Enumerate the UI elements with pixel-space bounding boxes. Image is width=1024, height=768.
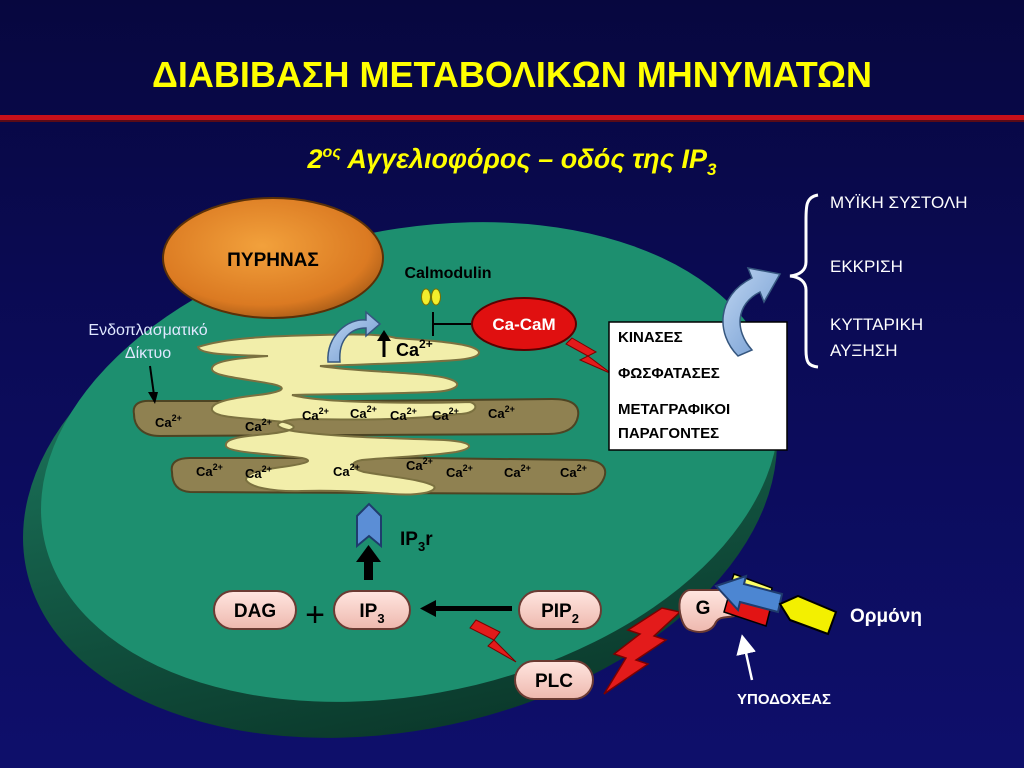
ca-ion: Ca2+: [446, 463, 473, 480]
ca-ion: Ca2+: [390, 406, 417, 423]
ca-ion: Ca2+: [488, 404, 515, 421]
receptor-label-arrow: [736, 634, 756, 681]
effect-cell-growth-2: ΑΥΞΗΣΗ: [830, 341, 898, 360]
effect-cell-growth-1: ΚΥΤΤΑΡΙΚΗ: [830, 315, 923, 334]
slide-subtitle: 2ος Αγγελιοφόρος – οδός της IP3: [307, 144, 717, 179]
plc-label: PLC: [535, 671, 573, 692]
target-kinases: ΚΙΝΑΣΕΣ: [618, 329, 683, 346]
receptor: [714, 573, 784, 627]
nucleus-label: ΠΥΡΗΝΑΣ: [227, 250, 319, 271]
ca-ion: Ca2+: [504, 463, 531, 480]
calmodulin-molecule: [421, 288, 431, 306]
ca-ion: Ca2+: [196, 462, 223, 479]
er-label-line1: Ενδοπλασματικό: [88, 322, 207, 339]
effects-brace: [789, 193, 819, 369]
ca-ion: Ca2+: [333, 462, 360, 479]
target-phosphatases: ΦΩΣΦΑΤΑΣΕΣ: [618, 365, 720, 382]
ca-ion: Ca2+: [245, 464, 272, 481]
ip3-to-receptor-arrow: [364, 560, 373, 580]
pip2-pill: PIP2: [518, 590, 602, 630]
target-transcription-factors-2: ΠΑΡΑΓΟΝΤΕΣ: [618, 425, 719, 442]
ip3-receptor: [356, 502, 382, 549]
ca-cam-complex: [471, 297, 577, 351]
cytosolic-ca: Ca2+: [396, 337, 433, 360]
ca-ion: Ca2+: [245, 417, 272, 434]
plus-sign: +: [305, 596, 325, 634]
ca-ion: Ca2+: [350, 404, 377, 421]
ca-ion: Ca2+: [155, 413, 182, 430]
target-transcription-factors-1: ΜΕΤΑΓΡΑΦΙΚΟΙ: [618, 401, 730, 418]
calmodulin-label: Calmodulin: [404, 265, 491, 282]
receptor-label: ΥΠΟΔΟΧΕΑΣ: [737, 691, 831, 708]
activation-bolt-plc: [469, 619, 517, 663]
nucleus: [162, 197, 384, 319]
ca-ion: Ca2+: [560, 463, 587, 480]
slide-title: ΔΙΑΒΙΒΑΣΗ ΜΕΤΑΒΟΛΙΚΩΝ ΜΗΝΥΜΑΤΩΝ: [152, 54, 872, 95]
calmodulin-binding-line: [432, 312, 474, 336]
pip2-to-ip3-arrow: [432, 606, 512, 611]
ca-ion: Ca2+: [432, 406, 459, 423]
effect-muscle-contraction: ΜΥΪΚΗ ΣΥΣΤΟΛΗ: [830, 193, 968, 212]
ip3-label: IP3: [359, 601, 384, 626]
effects-curved-arrow: [722, 267, 782, 357]
hormone-label: Ορμόνη: [850, 606, 922, 627]
dag-pill: DAG: [213, 590, 297, 630]
er-label-arrow: [149, 365, 155, 396]
ca-ion: Ca2+: [406, 456, 433, 473]
title-divider-shadow: [0, 120, 1024, 122]
targets-box: [608, 321, 788, 451]
g-protein-label: G: [696, 598, 711, 619]
activation-bolt-cacam: [565, 337, 613, 375]
plc-pill: PLC: [514, 660, 594, 700]
ca-efflux-curved-arrow: [327, 310, 382, 363]
title-divider: [0, 115, 1024, 120]
ca-cam-label: Ca-CaM: [492, 315, 555, 334]
calcium-ions: Ca2+ Ca2+ Ca2+ Ca2+ Ca2+ Ca2+ Ca2+ Ca2+ …: [155, 404, 587, 481]
hormone-molecule: [778, 594, 838, 636]
effect-secretion: ΕΚΚΡΙΣΗ: [830, 257, 903, 276]
ip3-pill: IP3: [333, 590, 411, 630]
endoplasmic-reticulum: [132, 333, 607, 496]
ca-ion: Ca2+: [302, 406, 329, 423]
dag-label: DAG: [234, 601, 276, 622]
ip3r-label: IP3r: [400, 529, 433, 554]
er-lumen: [196, 333, 480, 496]
activation-bolt-g-protein: [603, 607, 682, 695]
pip2-label: PIP2: [541, 601, 579, 626]
er-label-line2: Δίκτυο: [125, 345, 171, 362]
